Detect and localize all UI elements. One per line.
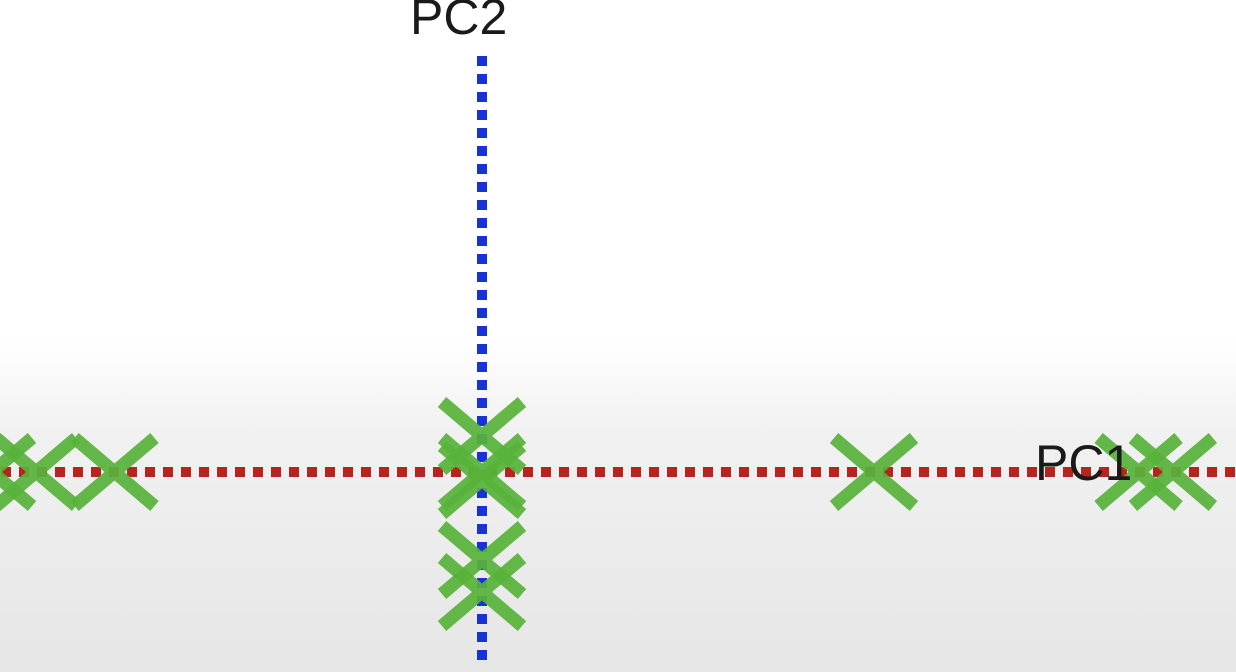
data-point-x-marker [829, 433, 919, 511]
data-point-x-marker [1128, 433, 1218, 511]
data-point-x-marker [70, 433, 159, 511]
pc2-axis-label: PC2 [410, 0, 507, 45]
pc1-axis-label: PC1 [1035, 435, 1132, 491]
data-points [0, 397, 1218, 631]
data-point-x-marker [437, 521, 527, 599]
data-point-x-marker [437, 553, 527, 631]
data-point-x-marker [0, 433, 81, 511]
data-point-x-marker [437, 441, 527, 519]
data-point-x-marker [1094, 433, 1183, 511]
